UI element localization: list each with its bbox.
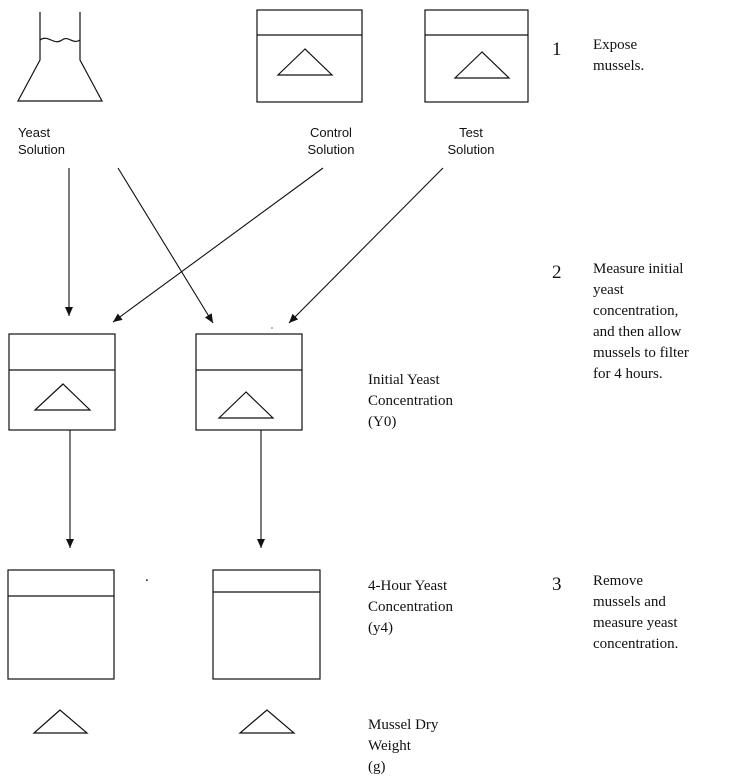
test-mussel-icon: [453, 51, 511, 79]
control-solution-container: [256, 9, 363, 103]
step-3-text: Remove mussels and measure yeast concent…: [593, 573, 679, 652]
dry-mussel-left-icon: [32, 709, 89, 734]
arrow-test-to-right: [288, 167, 444, 324]
four-hour-concentration-label: 4-Hour Yeast Concentration (y4): [368, 578, 453, 636]
initial-concentration-label: Initial Yeast Concentration (Y0): [368, 372, 453, 430]
step-1-number: 1: [552, 39, 562, 60]
initial-left-mussel-icon: [33, 383, 92, 411]
initial-container-right: [195, 333, 303, 431]
initial-right-mussel-icon: [217, 391, 275, 419]
stray-mark: .: [145, 569, 149, 585]
arrow-yeast-to-right: [117, 167, 214, 324]
control-solution-label: Control Solution: [307, 125, 355, 157]
faint-dot: [271, 327, 273, 329]
control-mussel-icon: [276, 48, 334, 76]
dry-weight-label: Mussel Dry Weight (g): [368, 717, 439, 775]
yeast-solution-label: Yeast Solution: [18, 125, 65, 157]
four-hour-container-right: [212, 569, 321, 680]
test-solution-container: [424, 9, 529, 103]
dry-mussel-right-icon: [238, 709, 296, 734]
step-2-number: 2: [552, 262, 562, 283]
step-3-number: 3: [552, 574, 562, 595]
initial-container-left: [8, 333, 116, 431]
step-2-text: Measure initial yeast concentration, and…: [593, 261, 689, 382]
yeast-flask-icon: [16, 12, 104, 102]
test-solution-label: Test Solution: [447, 125, 495, 157]
four-hour-container-left: [7, 569, 115, 680]
arrow-control-to-left: [112, 167, 324, 323]
step-1-text: Expose mussels.: [593, 37, 645, 74]
